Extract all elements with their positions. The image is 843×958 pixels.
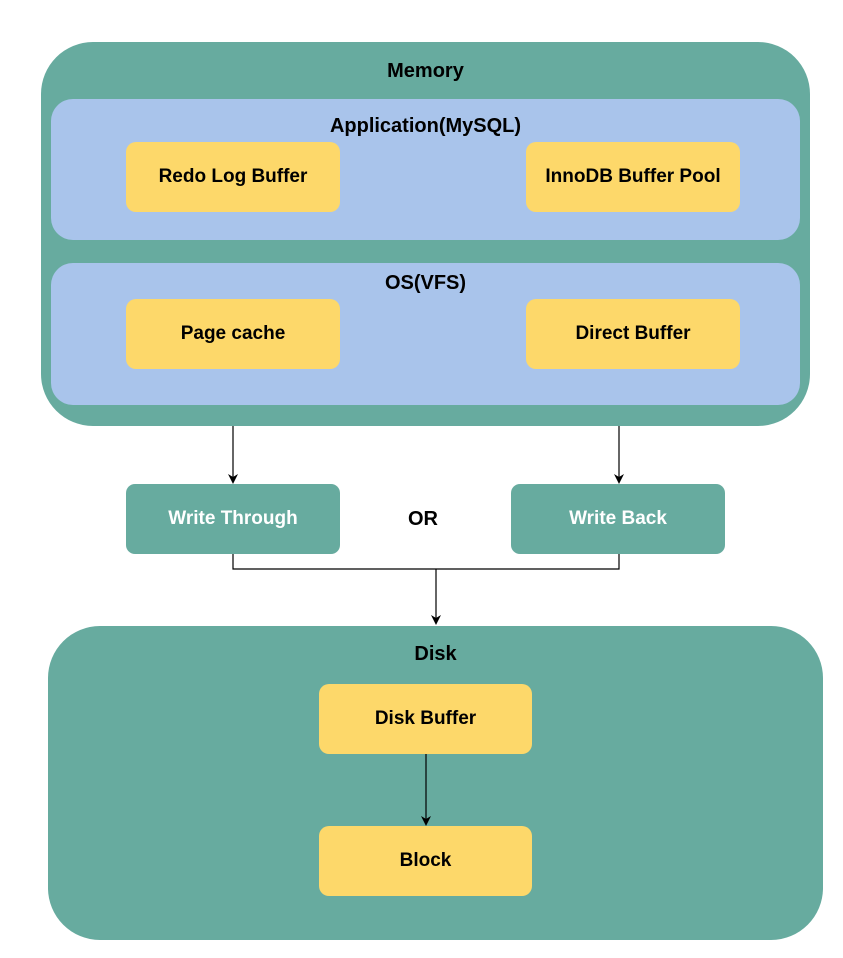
redo-log-buffer-box: Redo Log Buffer xyxy=(126,142,340,212)
memory-title: Memory xyxy=(387,60,464,82)
block-box: Block xyxy=(319,826,532,896)
innodb-buffer-pool-box: InnoDB Buffer Pool xyxy=(526,142,740,212)
or-label: OR xyxy=(408,508,438,530)
page-cache-box: Page cache xyxy=(126,299,340,369)
direct-buffer-box: Direct Buffer xyxy=(526,299,740,369)
write-back-box: Write Back xyxy=(511,484,725,554)
os-title: OS(VFS) xyxy=(384,272,467,294)
write-through-box: Write Through xyxy=(126,484,340,554)
application-title: Application(MySQL) xyxy=(329,115,522,137)
disk-buffer-box: Disk Buffer xyxy=(319,684,532,754)
merge-line xyxy=(232,554,620,570)
disk-title: Disk xyxy=(414,643,457,665)
